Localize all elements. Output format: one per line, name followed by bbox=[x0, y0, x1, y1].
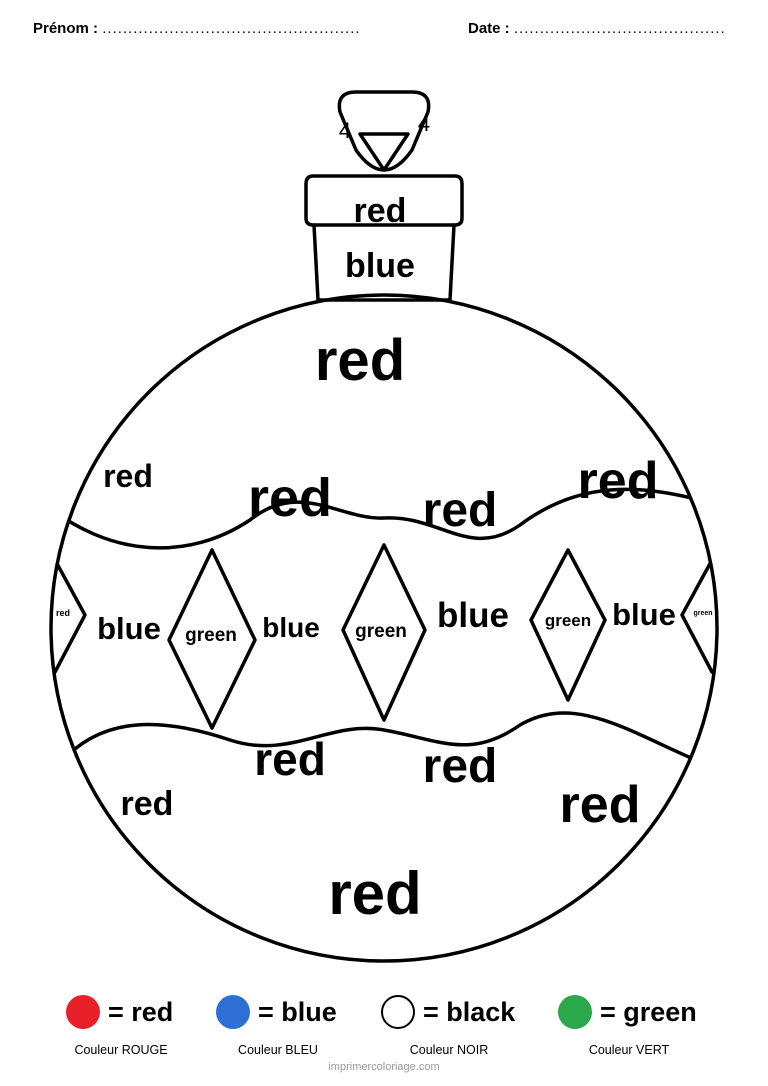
wave-top-label-2: red bbox=[248, 468, 332, 528]
legend-caption-black: Couleur NOIR bbox=[409, 1043, 489, 1057]
wave-bottom-label-4: red bbox=[560, 776, 641, 834]
band-blue-label-3: blue bbox=[437, 596, 509, 635]
band-blue-label-2: blue bbox=[262, 612, 320, 643]
wave-top-label-4: red bbox=[578, 452, 659, 510]
diamond-3 bbox=[529, 548, 607, 702]
wave-bottom-label-1: red bbox=[121, 785, 174, 823]
wave-top bbox=[51, 487, 702, 550]
red-swatch-icon bbox=[66, 995, 100, 1029]
wave-top-label-1: red bbox=[103, 458, 153, 494]
hanger-loop bbox=[337, 90, 431, 172]
band-green-label-2: green bbox=[355, 621, 407, 642]
legend-red-text: = red bbox=[108, 996, 174, 1027]
legend-caption-red: Couleur ROUGE bbox=[74, 1043, 168, 1057]
band-edge-left-label: red bbox=[56, 608, 70, 618]
legend-blue: = blue bbox=[216, 992, 337, 1032]
cap-top-label: red bbox=[354, 192, 407, 230]
hanger-mark-right: 4 bbox=[418, 111, 430, 136]
band-green-label-1: green bbox=[185, 625, 237, 646]
date-label: Date : bbox=[468, 20, 510, 37]
legend-red: = red bbox=[66, 992, 173, 1032]
hanger-loop-inner bbox=[358, 132, 410, 172]
diamond-1 bbox=[167, 548, 257, 730]
date-dots: ........................................… bbox=[513, 20, 726, 37]
wave-bottom-label-2: red bbox=[254, 733, 326, 785]
legend-caption-blue: Couleur BLEU bbox=[238, 1043, 318, 1057]
edge-diamond-left bbox=[53, 558, 87, 674]
name-dots: ........................................… bbox=[102, 20, 361, 37]
ornament-cap-bottom bbox=[312, 223, 456, 302]
band-blue-label-1: blue bbox=[97, 611, 161, 646]
band-green-label-3: green bbox=[545, 611, 591, 630]
wave-top-label-3: red bbox=[423, 484, 498, 537]
edge-diamond-right bbox=[680, 558, 714, 674]
watermark: imprimercoloriage.com bbox=[328, 1061, 440, 1073]
bottom-center-label: red bbox=[328, 860, 421, 927]
band-blue-label-4: blue bbox=[612, 597, 676, 632]
legend-blue-text: = blue bbox=[258, 996, 337, 1027]
green-swatch-icon bbox=[558, 995, 592, 1029]
black-swatch-icon bbox=[381, 995, 415, 1029]
legend-green: = green bbox=[558, 992, 697, 1032]
wave-bottom-label-3: red bbox=[423, 740, 498, 793]
date-field: Date : .................................… bbox=[468, 20, 726, 37]
name-field: Prénom : ...............................… bbox=[33, 20, 361, 37]
cap-bottom-label: blue bbox=[345, 247, 415, 285]
name-label: Prénom : bbox=[33, 20, 99, 37]
diamond-2 bbox=[341, 543, 427, 722]
top-center-label: red bbox=[315, 328, 405, 393]
legend-black-text: = black bbox=[423, 996, 516, 1027]
wave-bottom bbox=[53, 711, 717, 772]
hanger-mark-left: 4 bbox=[339, 118, 351, 143]
legend-caption-green: Couleur VERT bbox=[588, 1043, 670, 1057]
blue-swatch-icon bbox=[216, 995, 250, 1029]
ornament-ball bbox=[49, 293, 719, 963]
band-edge-right-label: green bbox=[693, 610, 712, 617]
legend-black: = black bbox=[381, 992, 515, 1032]
legend-green-text: = green bbox=[600, 996, 697, 1027]
